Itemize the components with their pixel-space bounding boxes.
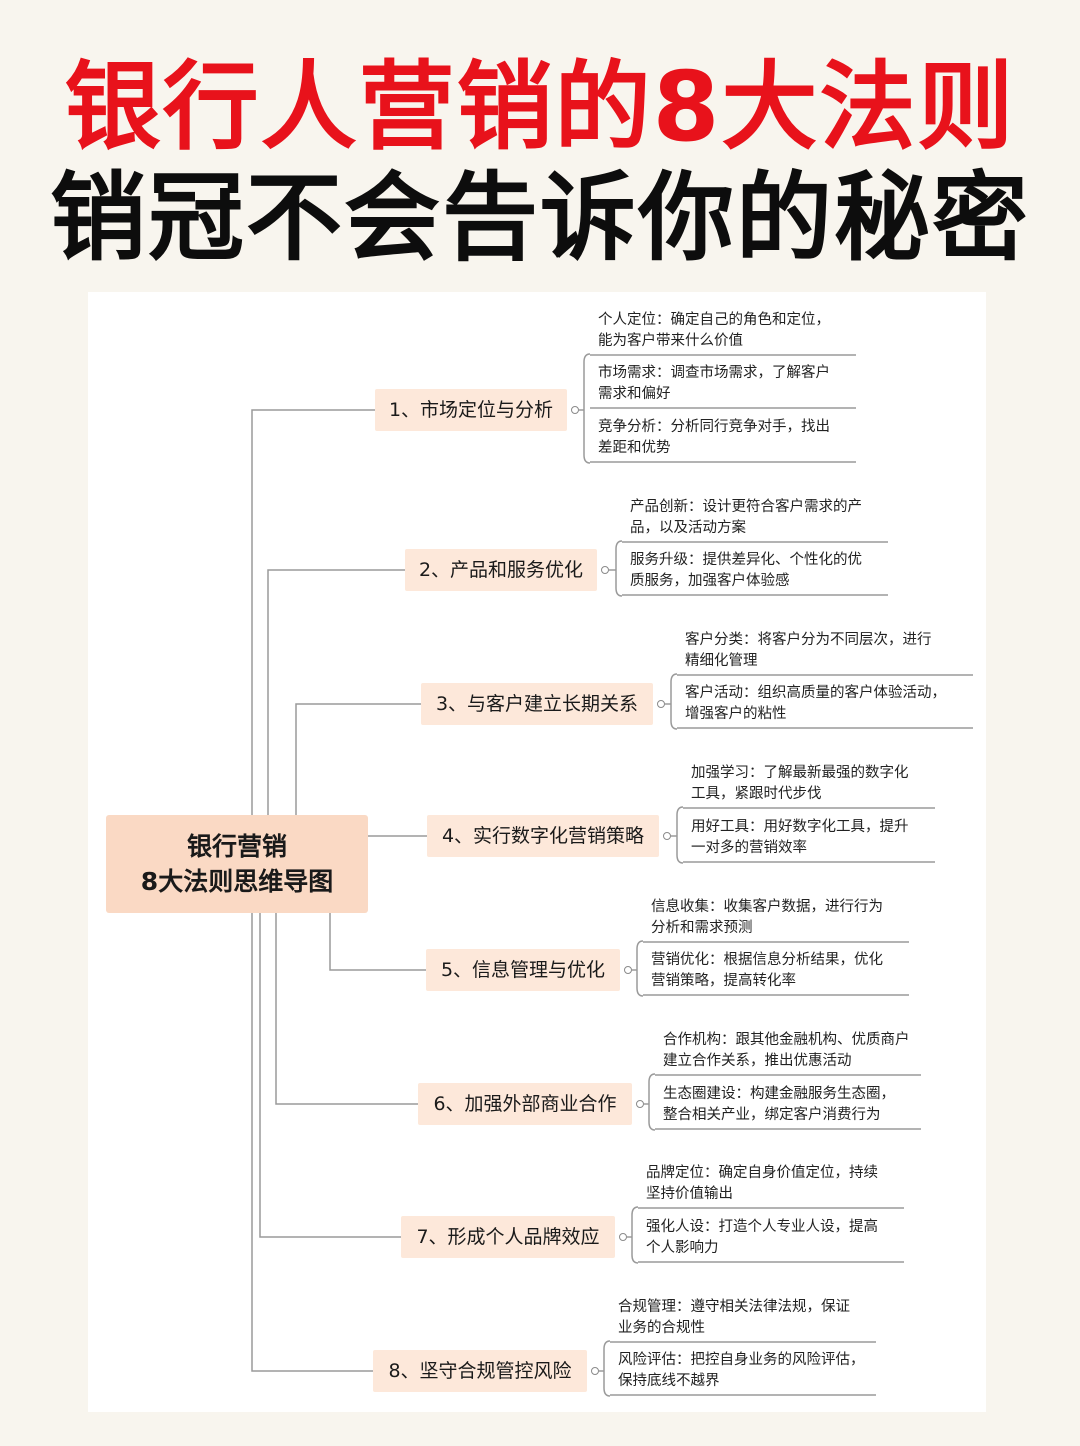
leaf-line-2: 整合相关产业，绑定客户消费行为 (663, 1107, 881, 1123)
branch-node-4[interactable]: 4、实行数字化营销策略 (427, 815, 659, 857)
collapse-toggle-icon[interactable] (591, 1367, 599, 1375)
leaf-line-2: 坚持价值输出 (646, 1186, 733, 1202)
collapse-toggle-icon[interactable] (636, 1100, 644, 1108)
leaf-line-1: 品牌定位：确定自身价值定位，持续 (646, 1165, 878, 1181)
branch-node-3[interactable]: 3、与客户建立长期关系 (421, 683, 653, 725)
leaf-node[interactable]: 客户分类：将客户分为不同层次，进行精细化管理 (685, 630, 932, 672)
leaf-line-1: 风险评估：把控自身业务的风险评估， (618, 1352, 865, 1368)
leaf-line-2: 一对多的营销效率 (691, 840, 807, 856)
leaf-line-1: 产品创新：设计更符合客户需求的产 (630, 499, 862, 515)
leaf-node[interactable]: 合规管理：遵守相关法律法规，保证业务的合规性 (618, 1297, 850, 1339)
branch-node-1[interactable]: 1、市场定位与分析 (375, 389, 567, 431)
leaf-node[interactable]: 信息收集：收集客户数据，进行行为分析和需求预测 (651, 897, 883, 939)
connector-branch-3 (295, 703, 421, 815)
leaf-node[interactable]: 客户活动：组织高质量的客户体验活动， 增强客户的粘性 (685, 683, 946, 725)
leaf-line-2: 差距和优势 (598, 440, 671, 456)
leaf-bracket-3 (670, 673, 678, 730)
leaf-line-1: 个人定位：确定自己的角色和定位， (598, 312, 830, 328)
leaf-node[interactable]: 产品创新：设计更符合客户需求的产品，以及活动方案 (630, 497, 862, 539)
branch-node-2[interactable]: 2、产品和服务优化 (405, 549, 597, 591)
leaf-line-1: 用好工具：用好数字化工具，提升 (691, 819, 909, 835)
title-line-2: 销冠不会告诉你的秘密 (50, 162, 1030, 274)
leaf-line-1: 合作机构：跟其他金融机构、优质商户 (663, 1032, 910, 1048)
leaf-line-1: 强化人设：打造个人专业人设，提高 (646, 1219, 878, 1235)
leaf-bracket-4 (676, 806, 684, 864)
leaf-line-1: 客户分类：将客户分为不同层次，进行 (685, 632, 932, 648)
leaf-line-1: 合规管理：遵守相关法律法规，保证 (618, 1299, 850, 1315)
connector-branch-2 (267, 569, 405, 815)
collapse-toggle-icon[interactable] (624, 966, 632, 974)
leaf-line-1: 加强学习：了解最新最强的数字化 (691, 765, 909, 781)
collapse-toggle-icon[interactable] (601, 566, 609, 574)
leaf-bracket-6 (648, 1073, 656, 1131)
leaf-line-2: 营销策略，提高转化率 (651, 973, 796, 989)
leaf-node[interactable]: 强化人设：打造个人专业人设，提高个人影响力 (646, 1217, 878, 1259)
leaf-line-1: 客户活动：组织高质量的客户体验活动， (685, 685, 946, 701)
collapse-toggle-icon[interactable] (619, 1233, 627, 1241)
center-node-line-2: 8大法则思维导图 (140, 867, 334, 896)
leaf-line-2: 保持底线不越界 (618, 1373, 720, 1389)
title-line-1: 银行人营销的8大法则 (64, 51, 1016, 163)
leaf-node[interactable]: 营销优化：根据信息分析结果，优化营销策略，提高转化率 (651, 950, 883, 992)
leaf-line-2: 品，以及活动方案 (630, 520, 746, 536)
leaf-node[interactable]: 服务升级：提供差异化、个性化的优质服务，加强客户体验感 (630, 550, 862, 592)
leaf-line-2: 工具，紧跟时代步伐 (691, 786, 822, 802)
leaf-node[interactable]: 品牌定位：确定自身价值定位，持续坚持价值输出 (646, 1163, 878, 1205)
leaf-line-1: 营销优化：根据信息分析结果，优化 (651, 952, 883, 968)
connector-branch-7 (259, 913, 401, 1238)
leaf-node[interactable]: 市场需求：调查市场需求，了解客户需求和偏好 (598, 363, 830, 405)
leaf-line-1: 信息收集：收集客户数据，进行行为 (651, 899, 883, 915)
collapse-toggle-icon[interactable] (571, 406, 579, 414)
collapse-toggle-icon[interactable] (657, 700, 665, 708)
leaf-line-2: 个人影响力 (646, 1240, 719, 1256)
leaf-line-2: 需求和偏好 (598, 386, 671, 402)
leaf-bracket-5 (636, 940, 644, 997)
leaf-node[interactable]: 竞争分析：分析同行竞争对手，找出差距和优势 (598, 417, 830, 459)
branch-node-6[interactable]: 6、加强外部商业合作 (418, 1083, 632, 1125)
leaf-node[interactable]: 合作机构：跟其他金融机构、优质商户建立合作关系，推出优惠活动 (663, 1030, 910, 1072)
leaf-line-2: 质服务，加强客户体验感 (630, 573, 790, 589)
leaf-bracket-1 (583, 353, 591, 464)
leaf-line-2: 建立合作关系，推出优惠活动 (663, 1053, 852, 1069)
leaf-bracket-7 (631, 1206, 639, 1264)
leaf-node[interactable]: 加强学习：了解最新最强的数字化工具，紧跟时代步伐 (691, 763, 909, 805)
leaf-line-1: 竞争分析：分析同行竞争对手，找出 (598, 419, 830, 435)
center-node[interactable]: 银行营销 8大法则思维导图 (106, 815, 368, 913)
leaf-line-1: 市场需求：调查市场需求，了解客户 (598, 365, 830, 381)
connector-branch-1 (251, 409, 375, 815)
leaf-line-2: 业务的合规性 (618, 1320, 705, 1336)
leaf-line-2: 精细化管理 (685, 653, 758, 669)
branch-node-8[interactable]: 8、坚守合规管控风险 (373, 1350, 587, 1392)
branch-node-5[interactable]: 5、信息管理与优化 (426, 949, 620, 991)
center-node-line-1: 银行营销 (186, 832, 287, 861)
connector-branch-5 (329, 913, 426, 971)
leaf-bracket-2 (615, 540, 623, 597)
leaf-bracket-8 (603, 1340, 611, 1397)
leaf-node[interactable]: 生态圈建设：构建金融服务生态圈， 整合相关产业，绑定客户消费行为 (663, 1084, 895, 1126)
leaf-node[interactable]: 用好工具：用好数字化工具，提升一对多的营销效率 (691, 817, 909, 859)
leaf-line-2: 能为客户带来什么价值 (598, 333, 743, 349)
branch-node-7[interactable]: 7、形成个人品牌效应 (401, 1216, 615, 1258)
leaf-line-1: 生态圈建设：构建金融服务生态圈， (663, 1086, 895, 1102)
connector-branch-8 (251, 913, 373, 1372)
leaf-node[interactable]: 个人定位：确定自己的角色和定位， 能为客户带来什么价值 (598, 310, 830, 352)
leaf-line-2: 增强客户的粘性 (685, 706, 787, 722)
leaf-line-1: 服务升级：提供差异化、个性化的优 (630, 552, 862, 568)
leaf-node[interactable]: 风险评估：把控自身业务的风险评估， 保持底线不越界 (618, 1350, 865, 1392)
leaf-line-2: 分析和需求预测 (651, 920, 753, 936)
connector-branch-6 (275, 913, 418, 1105)
collapse-toggle-icon[interactable] (663, 832, 671, 840)
